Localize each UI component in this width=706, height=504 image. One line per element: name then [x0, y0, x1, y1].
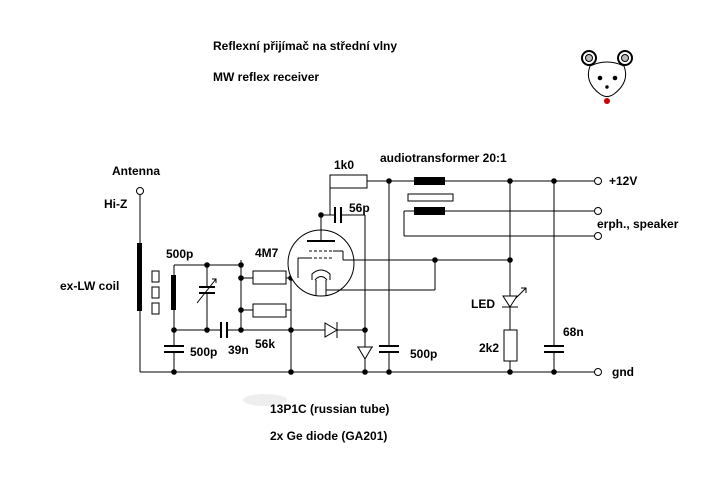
speaker-terminal-2 [594, 232, 602, 240]
transformer-label: audiotransformer 20:1 [380, 151, 507, 165]
lw-coil-label: ex-LW coil [60, 279, 119, 293]
led-diode [502, 295, 518, 308]
mouse-logo-icon [581, 50, 633, 104]
diode-2 [357, 346, 373, 360]
r56k-label: 56k [255, 337, 275, 351]
plus12v-terminal [594, 177, 602, 185]
gnd-label: gnd [612, 365, 634, 379]
diode-1 [324, 322, 338, 338]
antenna-terminal [136, 187, 144, 195]
resistor-4m7 [252, 270, 287, 285]
c39n-label: 39n [228, 343, 249, 357]
resistor-1k0 [329, 174, 368, 189]
speaker-terminal-1 [594, 207, 602, 215]
resistor-56k [252, 303, 287, 318]
antenna-coil [137, 243, 142, 311]
secondary-coil [171, 275, 176, 310]
r1k0-label: 1k0 [334, 158, 354, 172]
title-czech: Reflexní přijímač na střední vlny [213, 39, 397, 53]
plus12v-label: +12V [609, 174, 637, 188]
mouse-nose [604, 98, 610, 104]
transformer-core [407, 193, 454, 202]
diodes-note: 2x Ge diode (GA201) [270, 429, 387, 443]
antenna-label: Antenna [112, 164, 160, 178]
transformer-primary [414, 177, 445, 185]
tube-note: 13P1C (russian tube) [270, 402, 389, 416]
gnd-terminal [594, 368, 602, 376]
c56p-label: 56p [349, 201, 370, 215]
r4m7-label: 4M7 [255, 246, 279, 260]
c68n-label: 68n [563, 325, 584, 339]
resistor-2k2 [503, 329, 518, 362]
title-english: MW reflex receiver [213, 70, 319, 84]
c500p-left-label: 500p [190, 345, 217, 359]
c500p-mid-label: 500p [410, 347, 437, 361]
led-label: LED [471, 297, 495, 311]
hiz-label: Hi-Z [104, 197, 127, 211]
tune-cap-label: 500p [166, 247, 193, 261]
r2k2-label: 2k2 [479, 341, 499, 355]
transformer-secondary [414, 207, 445, 215]
speaker-label: erph., speaker [597, 217, 679, 231]
